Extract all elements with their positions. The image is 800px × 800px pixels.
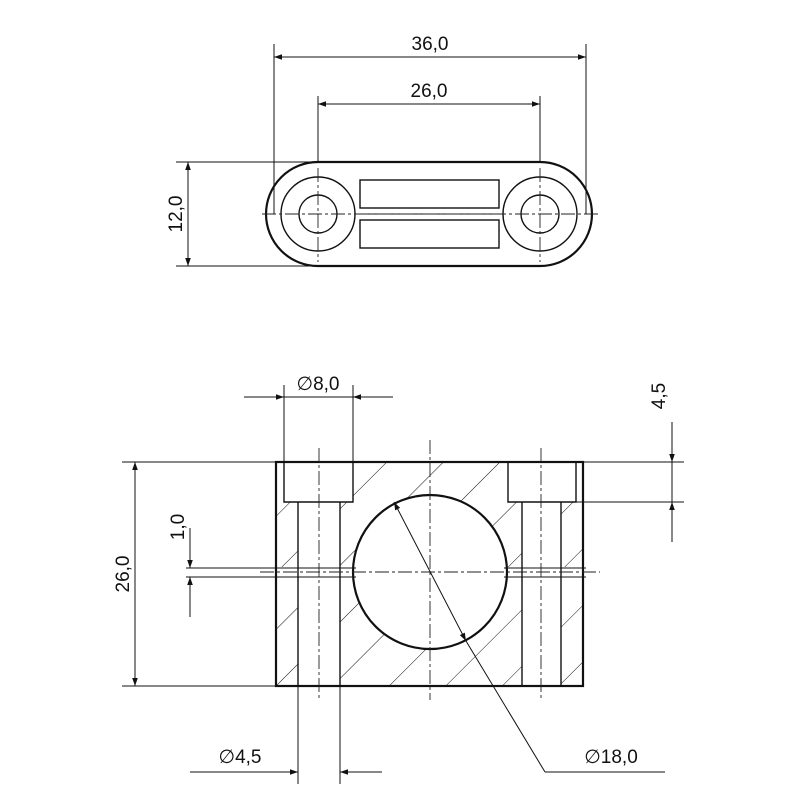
- dim-counterbore-depth: 4,5: [649, 383, 675, 542]
- dim-bore-diameter: ∅18,0: [393, 501, 665, 773]
- dim-overall-length: 36,0: [274, 34, 586, 60]
- dim-height: 12,0: [166, 162, 191, 266]
- dim-overall-length-label: 36,0: [412, 34, 449, 55]
- dim-counterbore-diameter: ∅8,0: [244, 374, 393, 400]
- dim-counterbore-depth-label: 4,5: [649, 383, 670, 409]
- upper-slot: [359, 179, 500, 209]
- dim-hole-diameter-label: ∅4,5: [219, 747, 262, 768]
- dim-split-gap: 1,0: [168, 514, 193, 617]
- dim-hole-spacing-label: 26,0: [411, 81, 448, 102]
- dim-height-label: 12,0: [166, 196, 187, 233]
- right-counterbore: [507, 462, 577, 503]
- section-view: ∅8,0 4,5 26,0 1,0 ∅4,5: [113, 374, 684, 784]
- lower-slot: [359, 219, 500, 249]
- dim-split-gap-label: 1,0: [168, 514, 189, 540]
- dim-hole-diameter: ∅4,5: [190, 747, 382, 775]
- dim-hole-spacing: 26,0: [318, 81, 540, 107]
- dim-counterbore-diameter-label: ∅8,0: [297, 374, 340, 395]
- dim-overall-height: 26,0: [113, 462, 138, 686]
- dim-bore-diameter-label: ∅18,0: [584, 747, 638, 768]
- clamp-outline: [264, 160, 594, 268]
- diameter-symbol: ∅: [297, 374, 314, 395]
- left-counterbore: [283, 462, 354, 503]
- section-outline: [274, 460, 585, 688]
- dim-overall-height-label: 26,0: [113, 556, 134, 593]
- top-view: 36,0 26,0 12,0: [166, 34, 598, 268]
